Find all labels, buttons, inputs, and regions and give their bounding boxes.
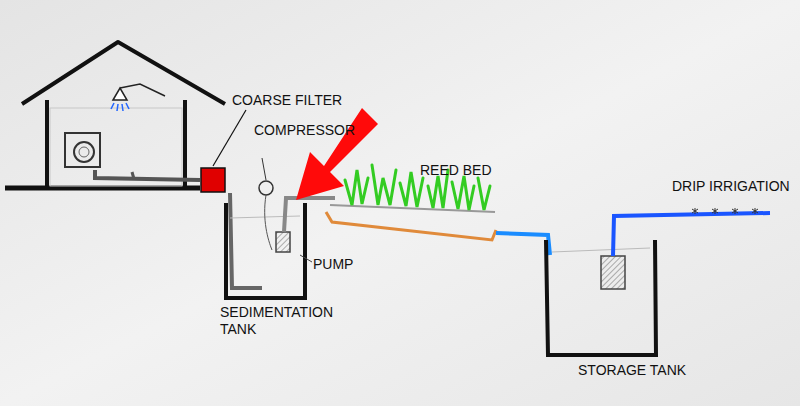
part-label: SEDIMENTATION TANK [220, 304, 350, 338]
part-label: DRIP IRRIGATION [672, 178, 790, 195]
part-label: REED BED [420, 162, 492, 179]
part-label: COARSE FILTER [232, 92, 342, 109]
part-label: PUMP [313, 256, 353, 273]
part-label: STORAGE TANK [578, 362, 686, 379]
part-label: COMPRESSOR [254, 122, 355, 139]
